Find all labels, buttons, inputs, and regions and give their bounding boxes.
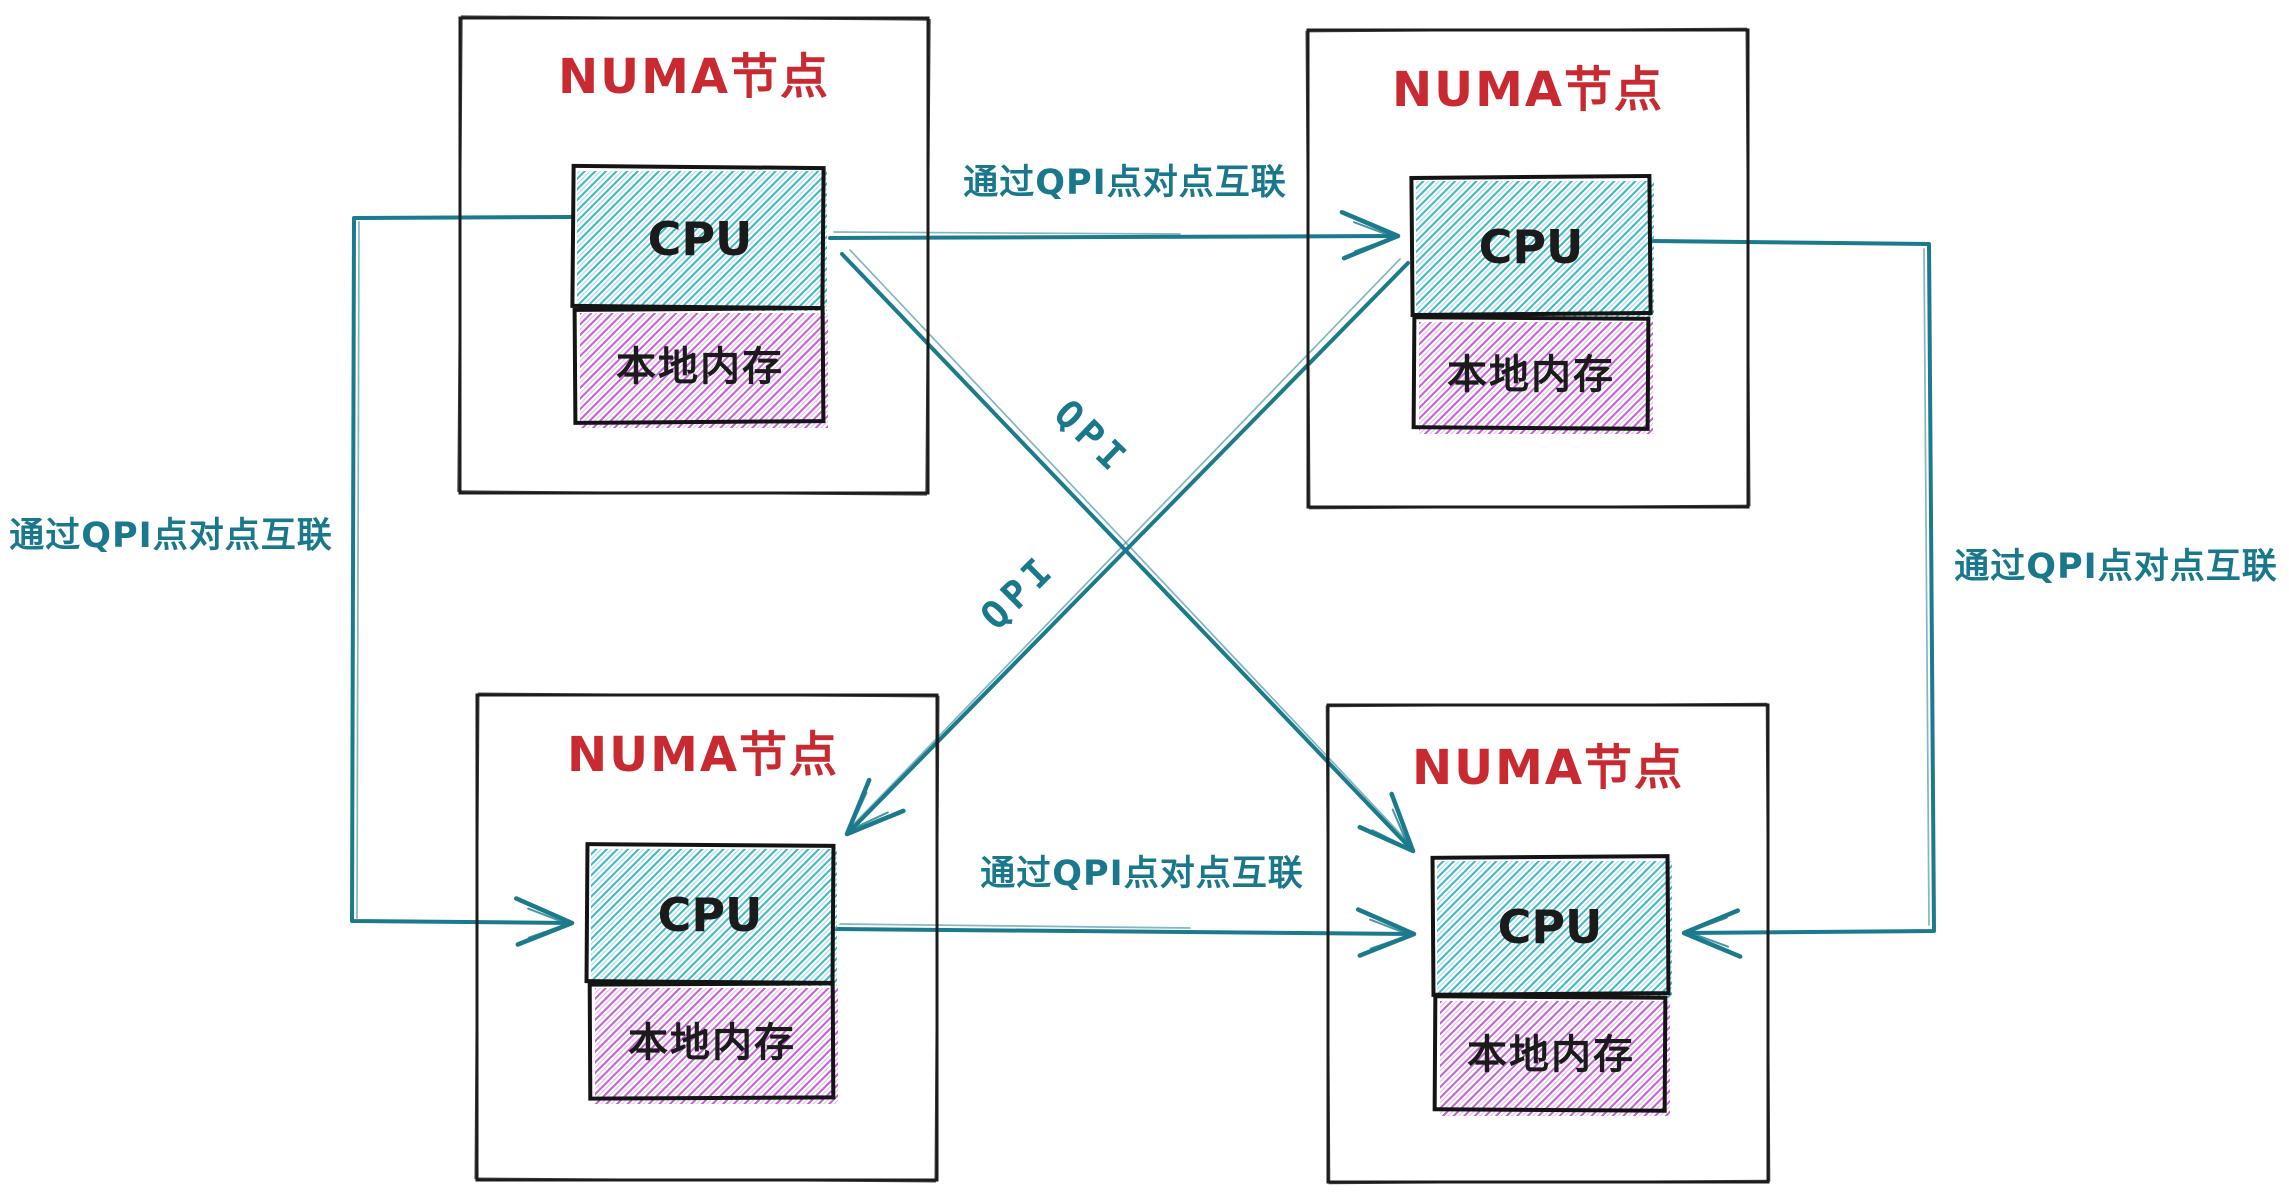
node-frame-sketch (474, 692, 940, 1183)
connectors: 通过QPI点对点互联 通过QPI点对点互联 通过QPI点对点互联 通过QPI点对… (9, 163, 2277, 959)
edge-top-qpi-arrow-sketch (833, 231, 1181, 235)
cpu-label: CPU (658, 888, 763, 942)
node-frame-sketch (1325, 702, 1771, 1185)
edge-bottom-qpi-arrow-sketch (839, 923, 1191, 929)
memory-box-fill (1419, 322, 1653, 434)
numa-node-top-left: NUMA节点 CPU 本地内存 (457, 15, 931, 496)
memory-box: 本地内存 (587, 981, 838, 1104)
cpu-label: CPU (1498, 900, 1603, 954)
cpu-label: CPU (1479, 220, 1584, 274)
edge-right-qpi-arrow-sketch (1923, 248, 1930, 926)
numa-node-bottom-left: NUMA节点 CPU 本地内存 (474, 692, 940, 1183)
edge-top-qpi-label: 通过QPI点对点互联 (963, 163, 1286, 203)
memory-box-border (1411, 315, 1651, 431)
cpu-box-border (1430, 854, 1671, 997)
edge-top-qpi-arrow (828, 209, 1401, 261)
node-title: NUMA节点 (1392, 62, 1664, 118)
edge-right-qpi-arrow (1650, 239, 1936, 959)
memory-box-border (587, 981, 836, 1101)
memory-label: 本地内存 (1447, 352, 1615, 398)
edge-bottom-qpi-label: 通过QPI点对点互联 (980, 854, 1303, 894)
cpu-box-border (1409, 173, 1653, 318)
cpu-box-border (570, 163, 826, 311)
cpu-box: CPU (1430, 854, 1672, 998)
cpu-box: CPU (1409, 173, 1654, 318)
node-title: NUMA节点 (567, 727, 839, 783)
node-title: NUMA节点 (558, 49, 830, 105)
edge-bottom-qpi-arrow (834, 907, 1417, 958)
numa-node-bottom-right: NUMA节点 CPU 本地内存 (1325, 702, 1771, 1185)
edge-diagonal-tr-bl-sketch (851, 258, 1401, 827)
memory-label: 本地内存 (1467, 1032, 1635, 1078)
edge-diagonal-tl-br-arrow (840, 252, 1416, 854)
node-frame-sketch (457, 15, 931, 496)
memory-box-fill (1440, 1001, 1670, 1116)
edge-diagonal-tr-bl-arrow (844, 261, 1410, 837)
memory-box: 本地内存 (1411, 315, 1653, 434)
edge-right-qpi-label: 通过QPI点对点互联 (1954, 547, 2277, 587)
cpu-label: CPU (648, 212, 753, 266)
edge-left-qpi-arrow (350, 215, 575, 947)
cpu-box: CPU (570, 163, 827, 311)
memory-box-fill (595, 988, 838, 1104)
edge-left-qpi-arrow-sketch (356, 221, 360, 919)
numa-node-top-right: NUMA节点 CPU 本地内存 (1305, 27, 1751, 510)
node-frame-sketch (1305, 27, 1751, 510)
edge-diagonal-tl-br-label: QPI (1046, 391, 1139, 483)
memory-box: 本地内存 (572, 306, 828, 428)
memory-label: 本地内存 (616, 344, 784, 390)
edge-left-qpi-label: 通过QPI点对点互联 (9, 516, 332, 556)
node-title: NUMA节点 (1412, 740, 1684, 796)
memory-box-border (1432, 994, 1668, 1113)
cpu-box-fill (577, 171, 827, 311)
memory-box-border (572, 306, 826, 425)
cpu-box-border (584, 842, 836, 985)
cpu-box: CPU (584, 842, 837, 986)
memory-box: 本地内存 (1432, 994, 1670, 1116)
cpu-box-fill (1437, 861, 1672, 998)
memory-label: 本地内存 (628, 1020, 796, 1066)
cpu-box-fill (591, 849, 837, 986)
cpu-box-fill (1416, 181, 1654, 318)
memory-box-fill (580, 313, 828, 428)
